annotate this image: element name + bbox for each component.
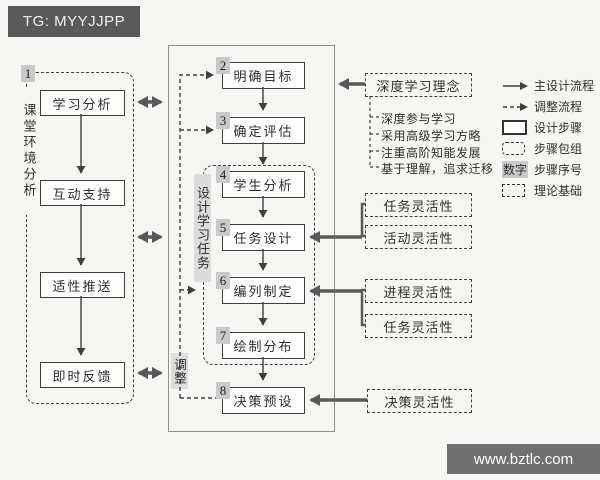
step-number-1: 1 bbox=[21, 65, 35, 82]
legend-row-adjust-flow: 调整流程 bbox=[502, 99, 598, 114]
step-adaptive-push: 适性推送 bbox=[40, 272, 125, 298]
legend-label: 设计步骤 bbox=[534, 121, 583, 135]
legend-row-step-number: 数字 步骤序号 bbox=[502, 161, 598, 178]
step-schedule-formulation: 编列制定 bbox=[222, 277, 305, 304]
step-number-4: 4 bbox=[216, 166, 230, 183]
flex-process: 进程灵活性 bbox=[365, 279, 472, 303]
legend-label: 主设计流程 bbox=[534, 79, 595, 93]
theory-bullet-4: 基于理解，追求迁移 bbox=[381, 162, 494, 176]
step-instant-feedback: 即时反馈 bbox=[40, 362, 125, 388]
step-task-design: 任务设计 bbox=[222, 224, 305, 251]
step-learning-analysis: 学习分析 bbox=[40, 90, 125, 116]
legend-label: 调整流程 bbox=[534, 100, 583, 114]
theory-bullet-3: 注重高阶知能发展 bbox=[381, 146, 482, 160]
legend-row-design-step: 设计步骤 bbox=[502, 120, 598, 135]
header-tag: TG: MYYJJPP bbox=[8, 6, 140, 37]
watermark: www.bztlc.com bbox=[447, 444, 600, 474]
step-interaction-support: 互动支持 bbox=[40, 180, 125, 206]
theory-bullet-1: 深度参与学习 bbox=[381, 112, 457, 126]
step-number-8: 8 bbox=[216, 382, 230, 399]
legend-row-step-group: 步骤包组 bbox=[502, 141, 598, 156]
flex-task-2: 任务灵活性 bbox=[365, 314, 472, 338]
design-learning-task-label: 设计学习任务 bbox=[194, 174, 211, 282]
dashed-box-icon bbox=[502, 184, 529, 197]
legend-label: 理论基础 bbox=[534, 184, 583, 198]
classroom-environment-group bbox=[26, 72, 134, 404]
theory-deep-learning-concept: 深度学习理念 bbox=[365, 73, 472, 97]
step-number-7: 7 bbox=[216, 327, 230, 344]
flex-activity: 活动灵活性 bbox=[365, 225, 472, 249]
step-determine-assessment: 确定评估 bbox=[222, 117, 305, 144]
flex-decision: 决策灵活性 bbox=[367, 389, 472, 413]
legend: 主设计流程 调整流程 设计步骤 步骤包组 数字 步骤序号 理论基础 bbox=[502, 78, 598, 204]
flex-task-1: 任务灵活性 bbox=[365, 193, 472, 217]
step-decision-presets: 决策预设 bbox=[222, 387, 305, 414]
step-number-6: 6 bbox=[216, 272, 230, 289]
step-clarify-goals: 明确目标 bbox=[222, 62, 305, 89]
dashed-arrow-icon bbox=[502, 101, 529, 113]
header-tag-text: TG: MYYJJPP bbox=[22, 13, 126, 30]
step-number-2: 2 bbox=[216, 57, 230, 74]
step-number-5: 5 bbox=[216, 219, 230, 236]
theory-bullet-2: 采用高级学习方略 bbox=[381, 129, 482, 143]
theory-bullet-connector bbox=[369, 96, 379, 168]
classroom-environment-label: 课堂环境分析 bbox=[20, 87, 38, 215]
flexibility-brackets bbox=[360, 202, 366, 327]
dashed-rounded-box-icon bbox=[502, 142, 529, 155]
number-badge-icon: 数字 bbox=[502, 161, 529, 178]
legend-row-theory-basis: 理论基础 bbox=[502, 183, 598, 198]
legend-label: 步骤包组 bbox=[534, 142, 583, 156]
step-number-3: 3 bbox=[216, 112, 230, 129]
watermark-text: www.bztlc.com bbox=[473, 450, 574, 468]
solid-box-icon bbox=[502, 120, 529, 135]
legend-row-main-flow: 主设计流程 bbox=[502, 78, 598, 93]
step-student-analysis: 学生分析 bbox=[222, 171, 305, 198]
bidirectional-arrows bbox=[137, 96, 163, 379]
adjust-label: 调整 bbox=[171, 353, 188, 389]
solid-arrow-icon bbox=[502, 80, 529, 92]
step-draw-distribution: 绘制分布 bbox=[222, 332, 305, 359]
legend-label: 步骤序号 bbox=[534, 163, 583, 177]
